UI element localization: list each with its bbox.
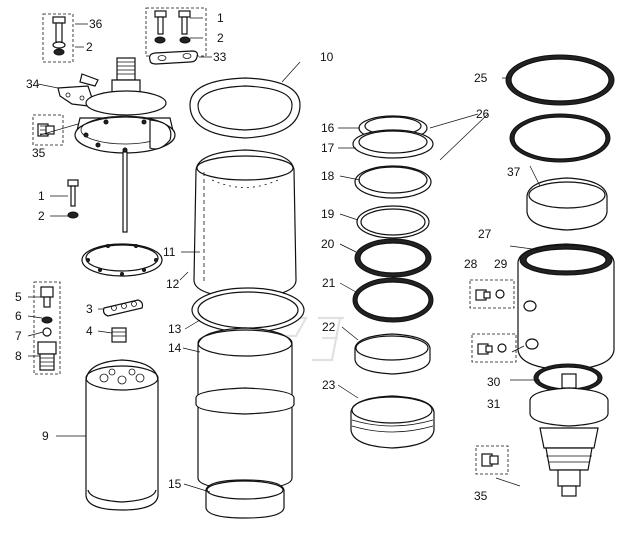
callout-2: 2 [217,31,224,45]
bolt-pair-group [145,7,207,65]
leader-lines [27,17,541,493]
bolt-1-left [67,179,79,219]
callout-14: 14 [168,341,182,355]
bolt-36-group [42,13,74,63]
plug-35-upper [32,114,64,146]
callout-19: 19 [321,207,335,221]
callout-33: 33 [213,50,227,64]
rings-25-26-37 [505,54,615,231]
callout-7: 7 [15,329,22,343]
cylinder-14 [195,327,295,491]
base-ring-15 [205,479,285,519]
callout-25: 25 [474,71,488,85]
callout-9: 9 [42,429,49,443]
callout-11: 11 [163,245,176,259]
seal-ring-10 [189,77,301,139]
callout-20: 20 [321,237,335,251]
top-flange-housing [74,57,176,233]
callout-1: 1 [217,11,224,25]
callout-27: 27 [478,227,492,241]
callout-2: 2 [86,40,93,54]
callout-22: 22 [322,320,336,334]
callout-16: 16 [321,121,335,135]
callout-10: 10 [320,50,334,64]
canister-9 [85,359,159,511]
rings-22-23 [350,333,435,449]
callout-2: 2 [38,209,45,223]
bellows-11 [193,149,297,299]
callout-17: 17 [321,141,335,155]
callout-35: 35 [474,489,488,503]
callout-29: 29 [494,257,508,271]
callout-28: 28 [464,257,478,271]
callout-labels: 36 2 1 2 33 10 34 35 1 2 16 17 26 25 37 … [15,11,521,503]
callout-15: 15 [168,477,182,491]
callout-12: 12 [166,277,180,291]
callout-5: 5 [15,290,22,304]
callout-31: 31 [487,397,501,411]
callout-30: 30 [487,375,501,389]
ring-13 [191,287,305,333]
valve-assembly [529,373,609,497]
ring-12 [81,243,163,277]
callout-18: 18 [321,169,335,183]
plug-35-lower [475,445,509,475]
callout-37: 37 [507,165,521,179]
callout-35: 35 [32,146,46,160]
callout-23: 23 [322,378,336,392]
callout-3: 3 [86,302,93,316]
lower-left-fittings [33,281,144,375]
callout-4: 4 [86,324,93,338]
callout-21: 21 [322,276,336,290]
callout-8: 8 [15,349,22,363]
callout-6: 6 [15,309,22,323]
callout-26: 26 [476,107,490,121]
callout-1: 1 [38,189,45,203]
callout-36: 36 [89,17,103,31]
plugs-28-29-30 [469,279,517,363]
ring-stack [352,115,434,323]
callout-34: 34 [26,77,40,91]
housing-27 [517,243,615,371]
callout-13: 13 [168,322,182,336]
